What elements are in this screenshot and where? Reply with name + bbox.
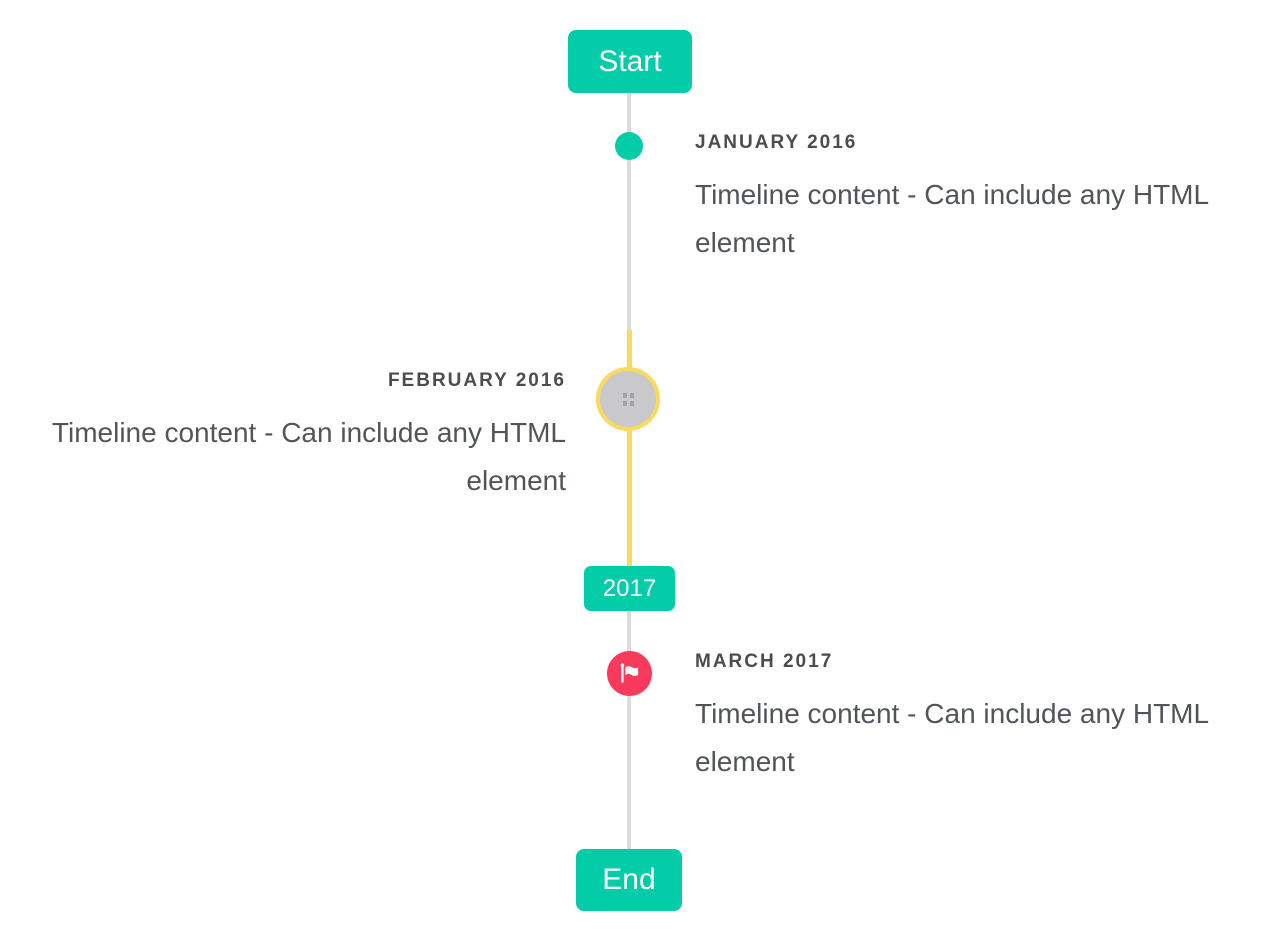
flag-icon <box>620 663 639 683</box>
broken-image-icon <box>622 392 627 398</box>
event-february: FEBRUARY 2016 Timeline content - Can inc… <box>41 371 566 505</box>
event-content-february: Timeline content - Can include any HTML … <box>51 417 566 496</box>
end-badge: End <box>576 849 682 911</box>
event-march: MARCH 2017 Timeline content - Can includ… <box>695 652 1220 786</box>
timeline-line-segment-active <box>627 330 632 566</box>
event-marker-march[interactable] <box>607 651 652 696</box>
event-january: JANUARY 2016 Timeline content - Can incl… <box>695 133 1220 267</box>
event-date-march: MARCH 2017 <box>695 651 834 672</box>
year-badge-2017: 2017 <box>584 566 675 611</box>
start-badge: Start <box>568 30 692 93</box>
event-content-march: Timeline content - Can include any HTML … <box>695 698 1209 777</box>
event-marker-february[interactable] <box>596 367 660 431</box>
timeline-line-segment-top <box>627 93 631 330</box>
event-date-february: FEBRUARY 2016 <box>387 370 566 391</box>
timeline-line-segment-bottom <box>627 611 631 850</box>
event-marker-january[interactable] <box>615 132 643 160</box>
event-date-january: JANUARY 2016 <box>695 132 858 153</box>
event-content-january: Timeline content - Can include any HTML … <box>695 179 1209 258</box>
